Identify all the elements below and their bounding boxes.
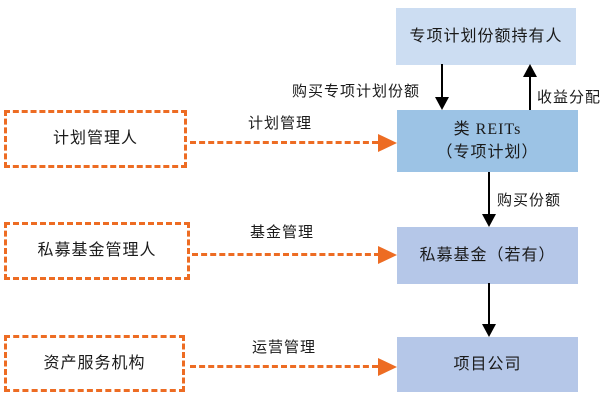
fund-to-project-arrowhead: [482, 324, 496, 337]
reits-box-label-line1: 类 REITs: [453, 120, 522, 138]
asset-servicer-box: 资产服务机构: [4, 335, 185, 392]
private-fund-box-label: 私募基金（若有）: [419, 246, 556, 264]
buy-shares-arrow-shaft: [488, 172, 490, 214]
plan-management-arrow-shaft: [190, 141, 378, 144]
buy-shares-arrowhead: [482, 214, 496, 227]
project-company-box-label: 项目公司: [453, 355, 522, 373]
fund-management-label: 基金管理: [250, 225, 315, 241]
plan-manager-box-label: 计划管理人: [52, 130, 138, 148]
income-distribution-arrowhead: [523, 64, 537, 77]
buy-shares-label: 购买份额: [497, 193, 562, 209]
holder-box: 专项计划份额持有人: [396, 8, 576, 65]
buy-plan-shares-arrowhead: [435, 97, 449, 110]
operation-management-arrowhead: [378, 358, 397, 376]
fund-manager-box-label: 私募基金管理人: [37, 242, 157, 260]
plan-manager-box: 计划管理人: [4, 110, 187, 168]
plan-management-arrowhead: [378, 134, 397, 152]
income-distribution-arrow-shaft: [529, 76, 531, 110]
fund-management-arrow-shaft: [192, 253, 380, 256]
reits-box-label-line2: （专项计划）: [436, 144, 539, 161]
holder-box-label: 专项计划份额持有人: [409, 27, 563, 45]
income-distribution-label: 收益分配: [537, 90, 600, 106]
fund-management-arrowhead: [378, 246, 397, 264]
reits-box: 类 REITs （专项计划）: [397, 110, 578, 172]
buy-plan-shares-label: 购买专项计划份额: [292, 84, 421, 100]
operation-management-label: 运营管理: [252, 340, 317, 356]
operation-management-arrow-shaft: [190, 365, 378, 368]
fund-manager-box: 私募基金管理人: [4, 222, 190, 280]
fund-to-project-arrow-shaft: [488, 283, 490, 324]
private-fund-box: 私募基金（若有）: [397, 227, 578, 284]
plan-management-label: 计划管理: [248, 116, 313, 132]
project-company-box: 项目公司: [397, 337, 578, 392]
buy-plan-shares-arrow-shaft: [441, 64, 443, 99]
asset-servicer-box-label: 资产服务机构: [43, 354, 146, 372]
